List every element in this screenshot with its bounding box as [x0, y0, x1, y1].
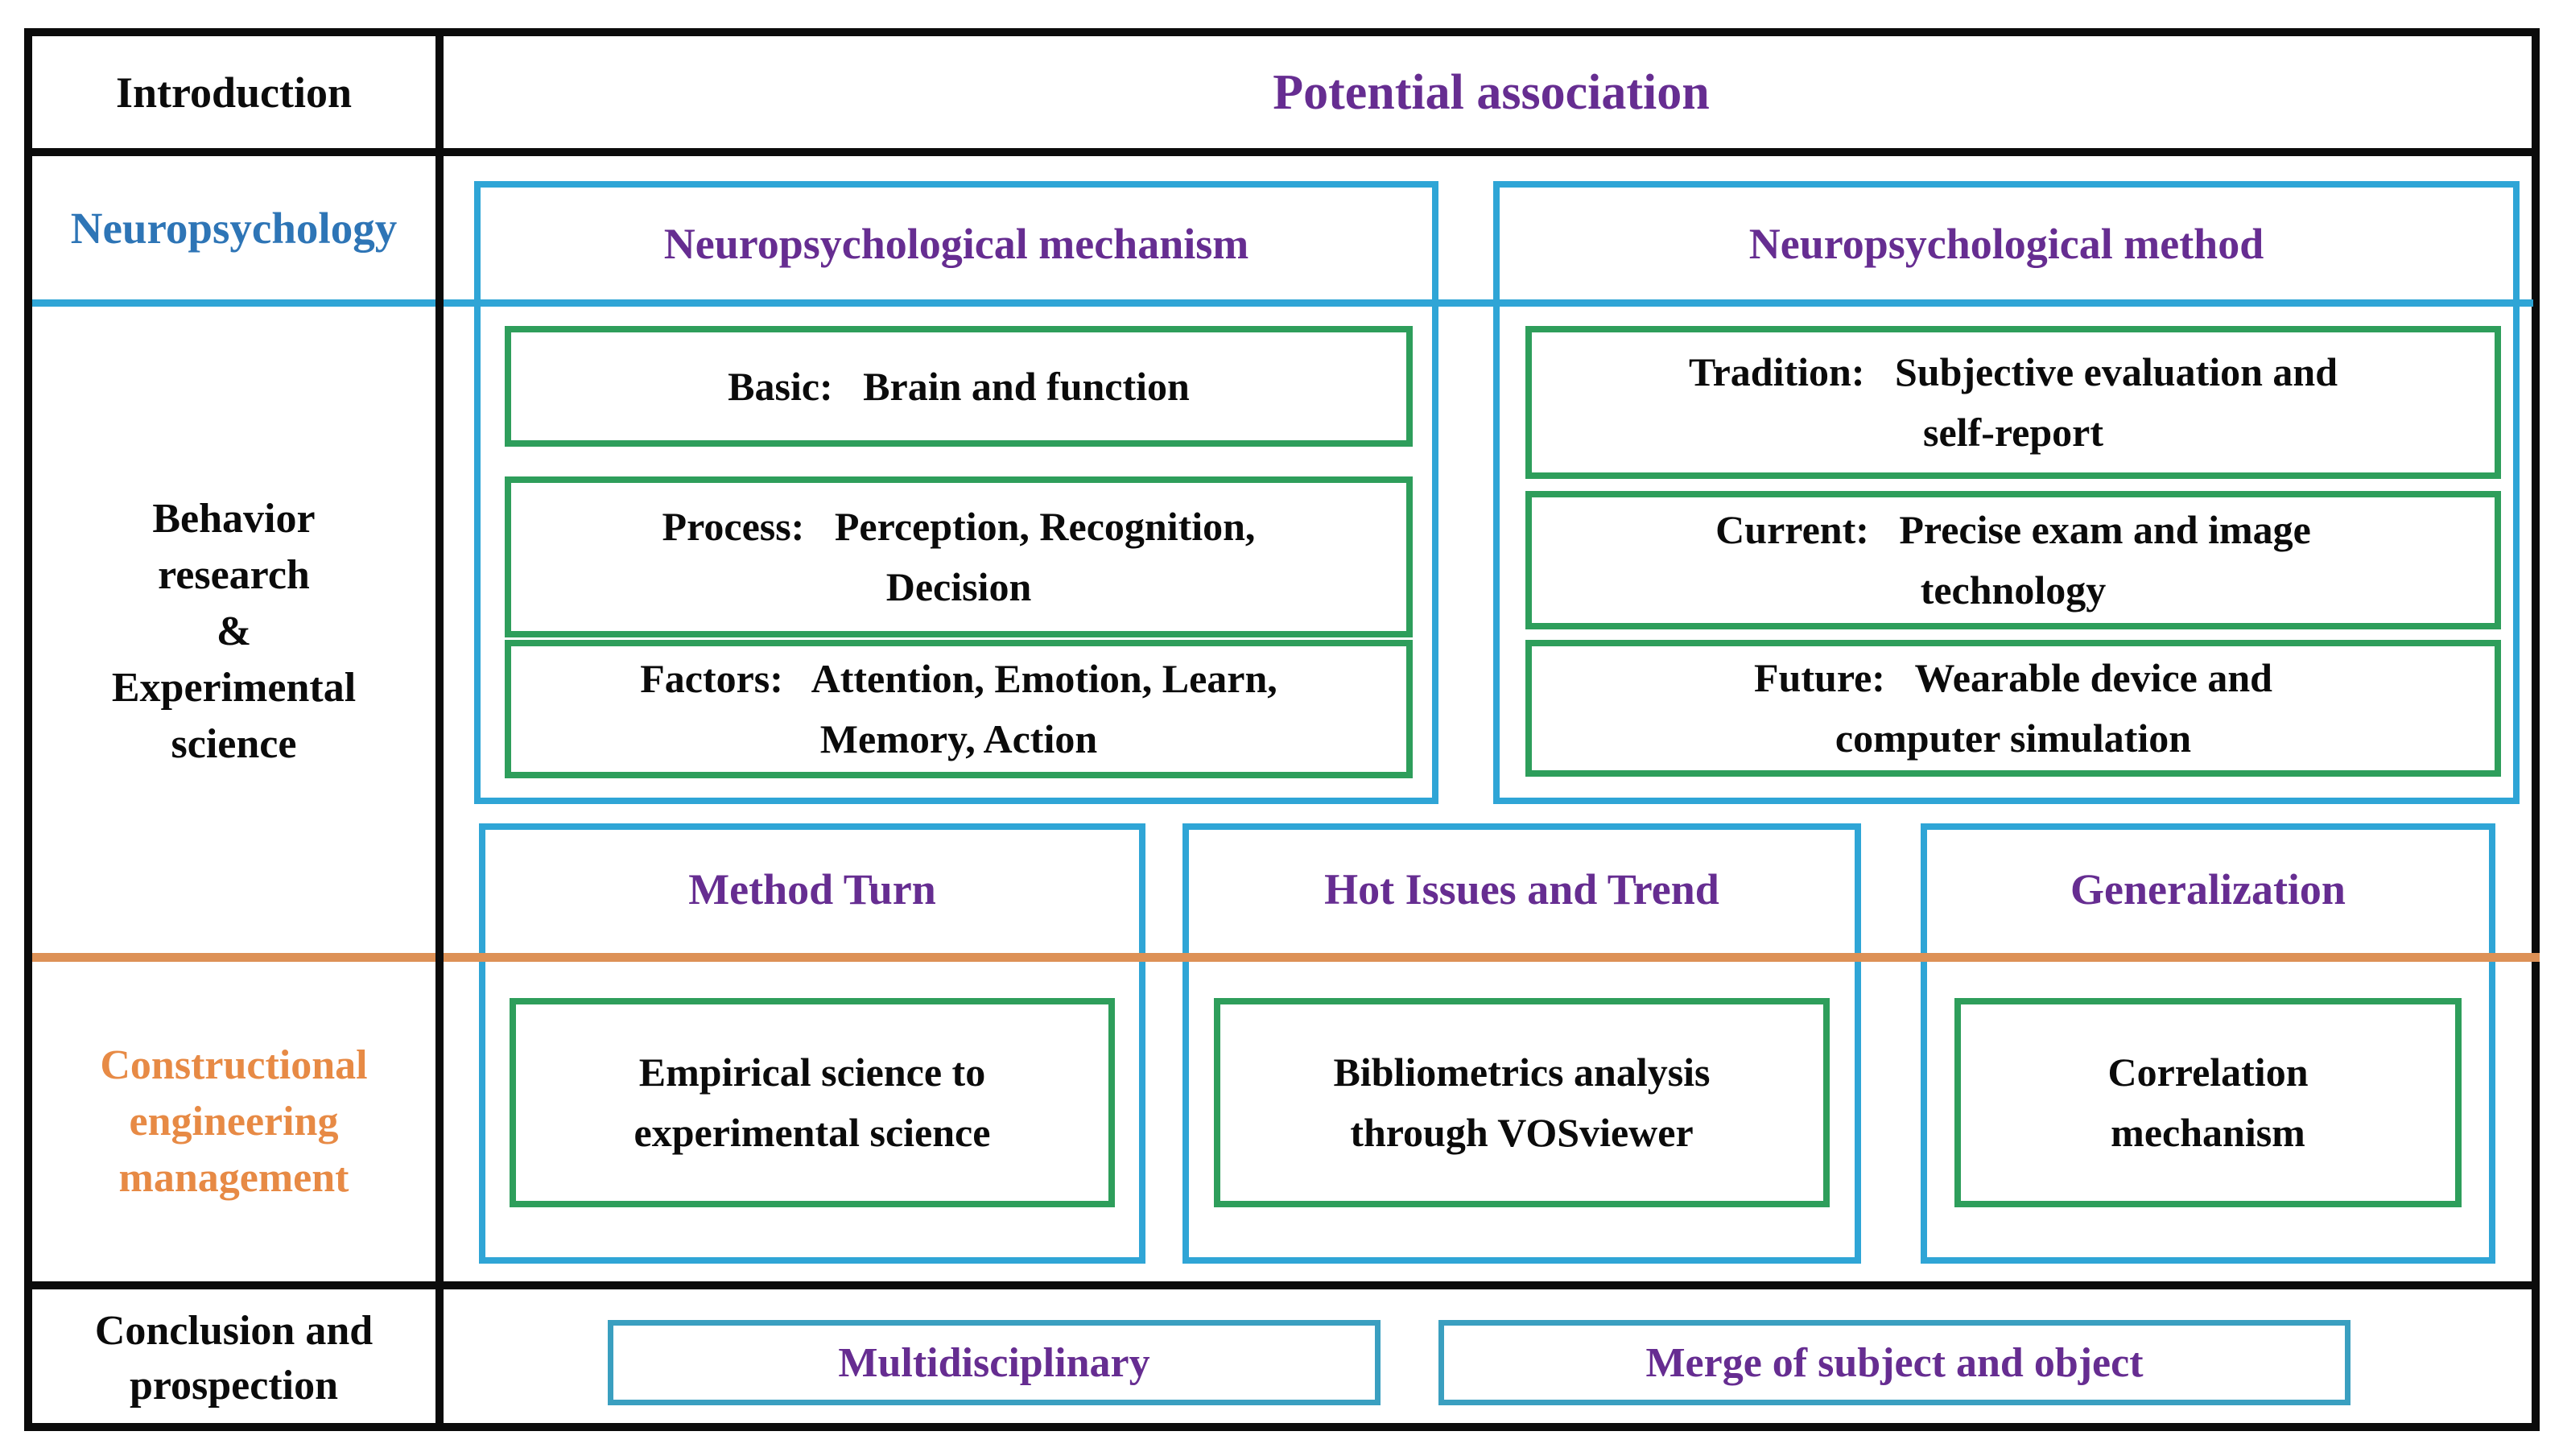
method-turn-title: Method Turn [688, 865, 936, 914]
left-column-divider [435, 28, 444, 1431]
mechanism-box [474, 181, 1438, 804]
row-label-conclusion: Conclusion and prospection [94, 1307, 374, 1409]
row-label-behavior-research: Behavior research & Experimental science [111, 495, 357, 768]
merge-subject-object-box: Merge of subject and object [1438, 1320, 2350, 1405]
mechanism-box-title: Neuropsychological mechanism [663, 219, 1249, 268]
method-turn-item: Empirical science to experimental scienc… [510, 998, 1115, 1207]
hot-issues-item: Bibliometrics analysis through VOSviewer [1214, 998, 1830, 1207]
introduction-row-divider [24, 148, 2540, 156]
multidisciplinary-box: Multidisciplinary [608, 1320, 1381, 1405]
mechanism-item-factors: Factors: Attention, Emotion, Learn, Memo… [505, 640, 1413, 778]
generalization-item: Correlation mechanism [1954, 998, 2462, 1207]
mechanism-item-basic: Basic: Brain and function [505, 326, 1413, 447]
conclusion-row-divider [24, 1281, 2540, 1289]
method-item-future: Future: Wearable device and computer sim… [1525, 640, 2501, 777]
method-box-title: Neuropsychological method [1748, 219, 2264, 268]
construction-row-divider-orange [32, 953, 2540, 962]
table-outer-border [24, 28, 2540, 1431]
method-item-tradition: Tradition: Subjective evaluation and sel… [1525, 326, 2501, 479]
generalization-title: Generalization [2070, 865, 2346, 914]
generalization-box [1921, 823, 2495, 1264]
hot-issues-box [1182, 823, 1861, 1264]
row-label-introduction: Introduction [115, 68, 353, 117]
neuropsychology-row-divider-cyan [32, 299, 2533, 307]
method-turn-box [479, 823, 1145, 1264]
method-box [1493, 181, 2520, 804]
row-label-neuropsychology: Neuropsychology [70, 203, 398, 253]
mechanism-item-process: Process: Perception, Recognition, Decisi… [505, 476, 1413, 637]
potential-association-title: Potential association [1273, 64, 1710, 120]
hot-issues-title: Hot Issues and Trend [1324, 865, 1719, 914]
method-item-current: Current: Precise exam and image technolo… [1525, 491, 2501, 629]
row-label-constructional-management: Constructional engineering management [100, 1041, 368, 1202]
